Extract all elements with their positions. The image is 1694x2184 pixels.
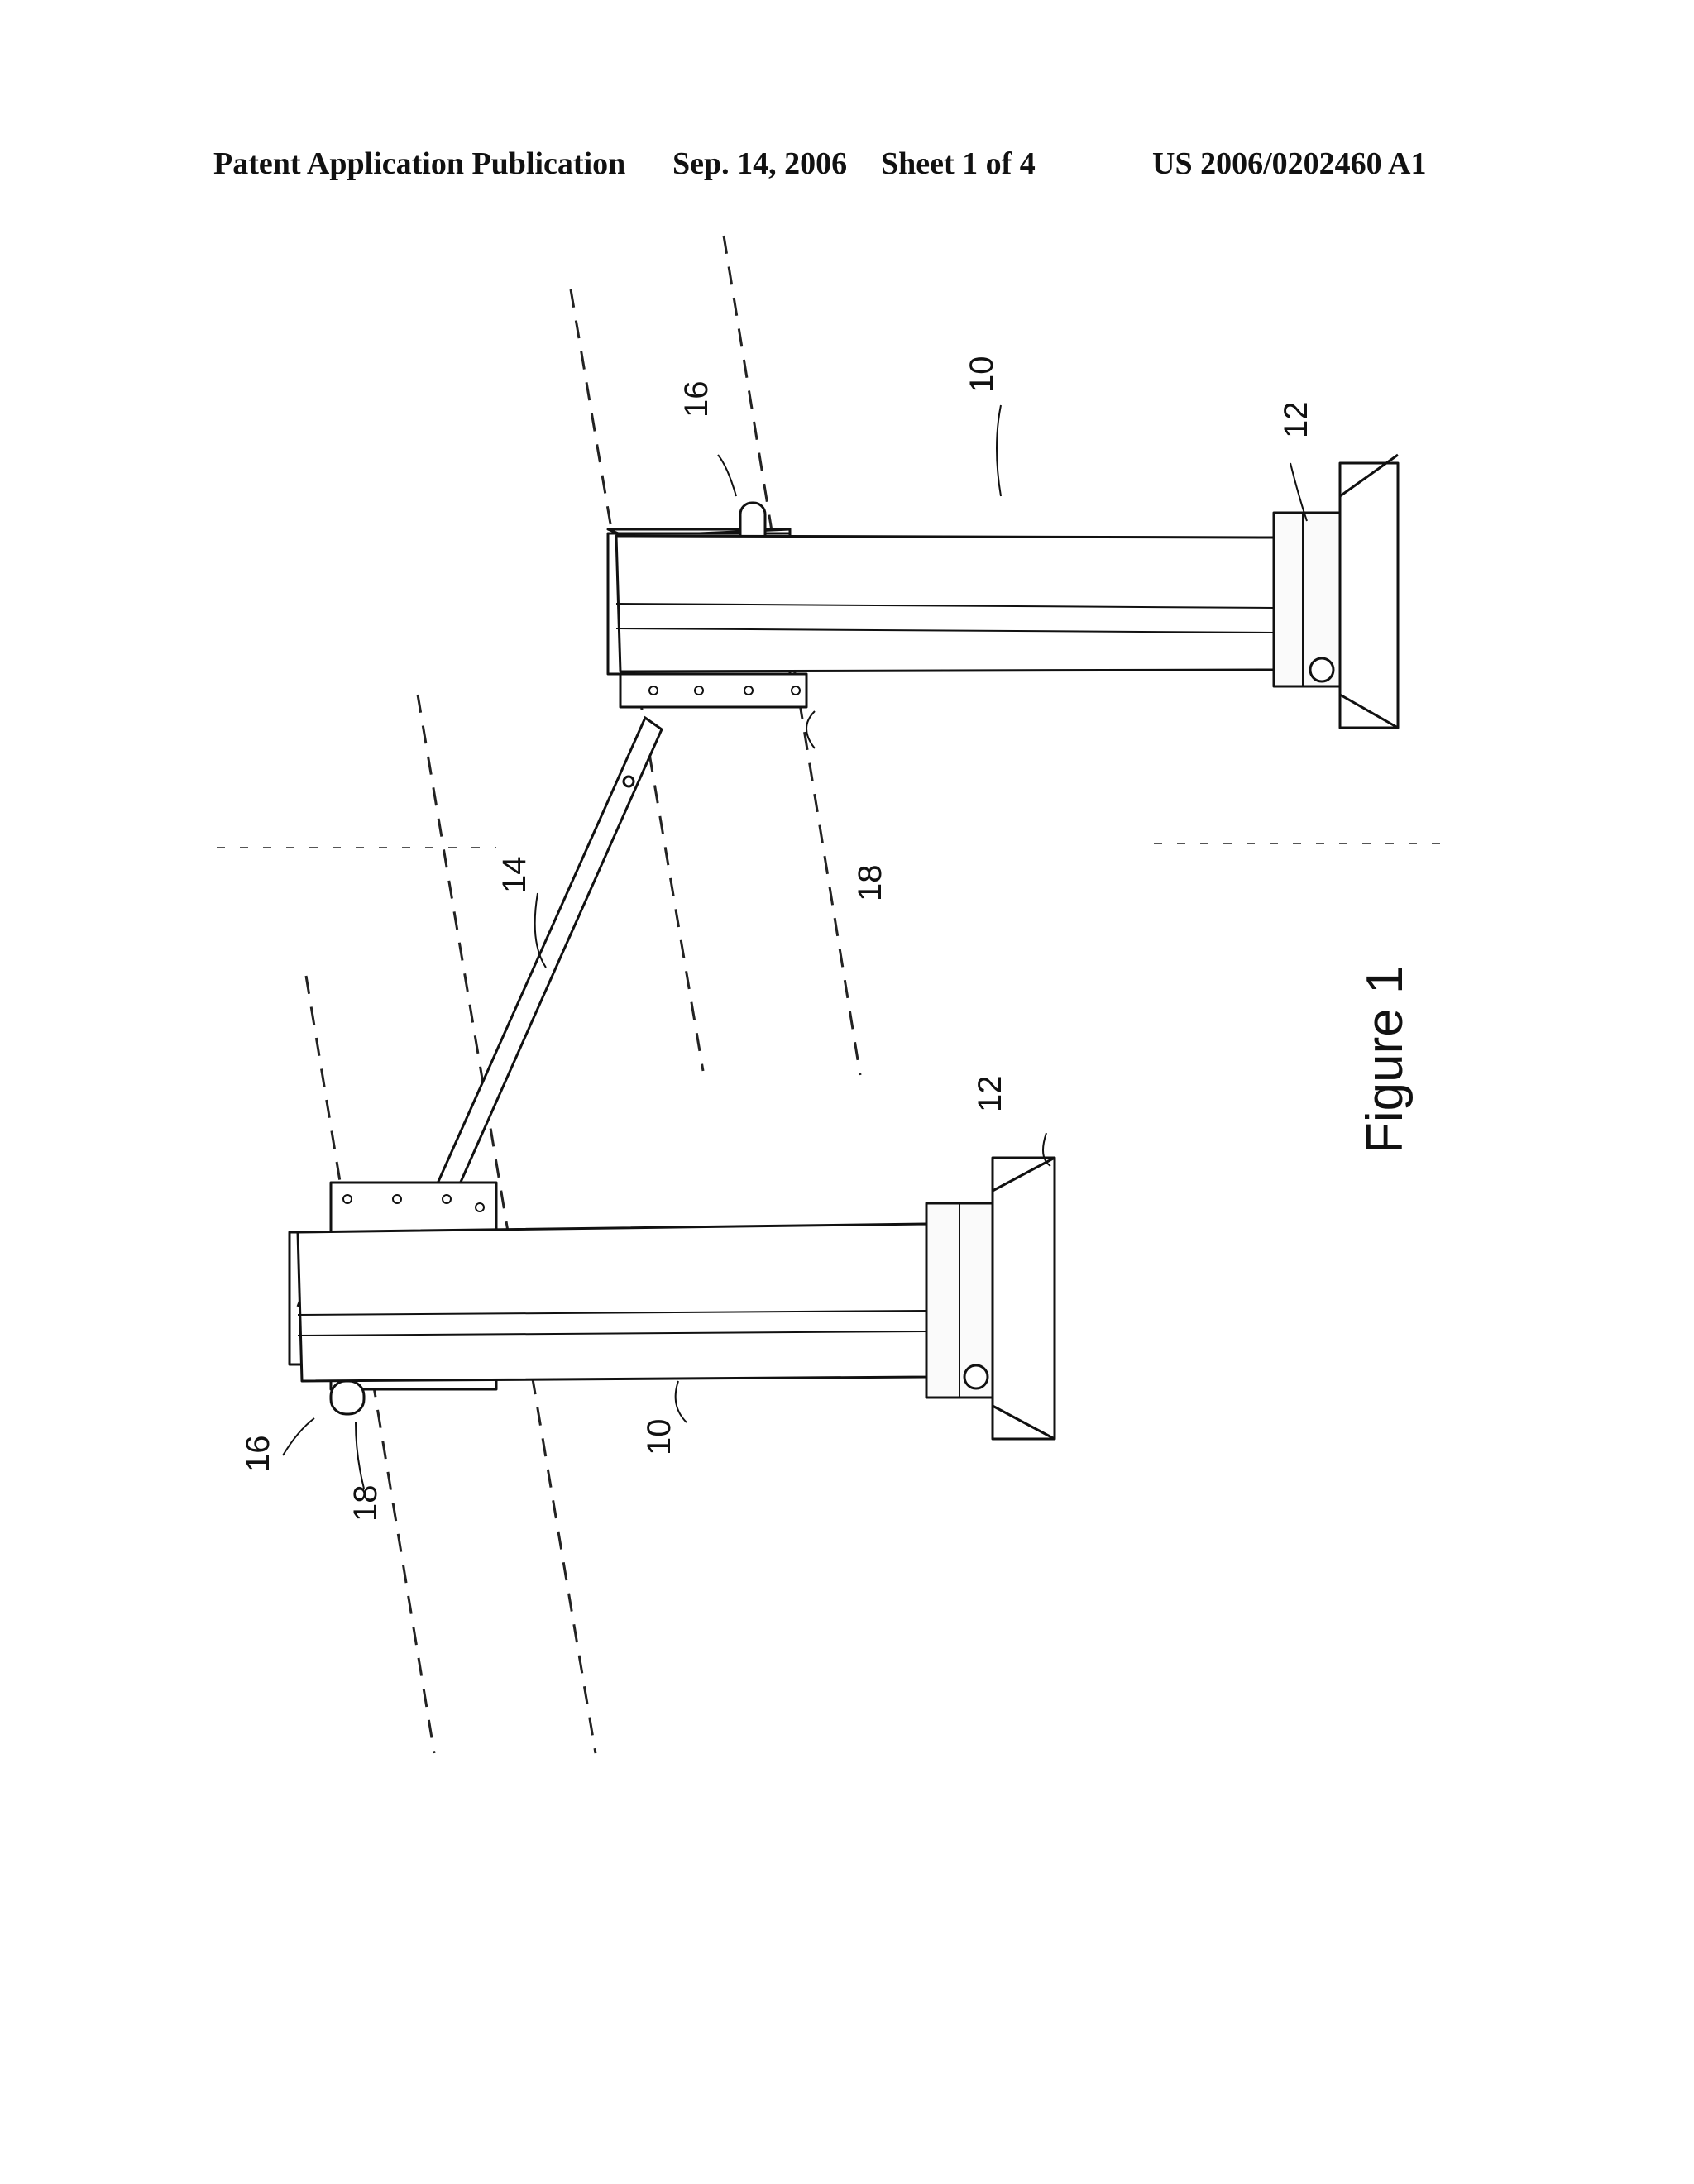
ref-10-right: 10 [964, 356, 1000, 394]
ref-12-left: 12 [972, 1076, 1008, 1113]
left-post-assembly [288, 1156, 1056, 1441]
publication-label: Patent Application Publication [213, 146, 626, 181]
ref-18-right: 18 [852, 865, 888, 902]
ref-12-right: 12 [1278, 402, 1314, 439]
ref-16-left: 16 [240, 1436, 276, 1473]
figure-caption: Figure 1 [1357, 966, 1414, 1154]
ref-18-left: 18 [347, 1485, 384, 1522]
brace-rod [419, 715, 663, 1235]
center-line [217, 843, 1443, 848]
page-header: Patent Application Publication Sep. 14, … [0, 146, 1694, 187]
reference-lines [304, 235, 862, 1754]
leader-lines [282, 404, 1308, 1489]
ref-10-left: 10 [641, 1419, 677, 1456]
publication-date: Sep. 14, 2006 [672, 146, 848, 181]
ref-16-right: 16 [678, 381, 715, 418]
right-post-assembly [606, 453, 1400, 729]
patent-number: US 2006/0202460 A1 [1152, 146, 1427, 181]
sheet-number: Sheet 1 of 4 [881, 146, 1036, 181]
ref-14: 14 [496, 857, 533, 894]
